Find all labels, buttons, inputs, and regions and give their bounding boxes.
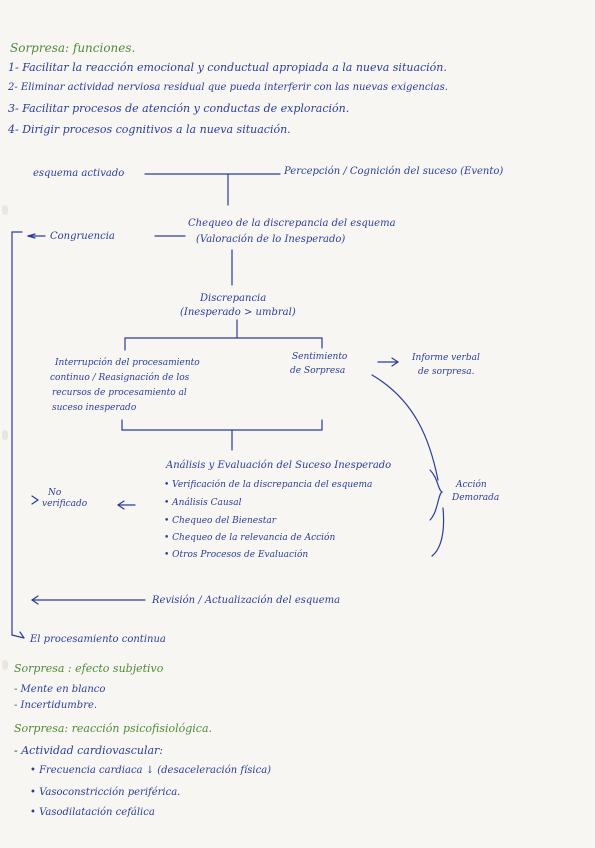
interruption-line4: suceso inesperado — [52, 403, 137, 413]
verbal-report-line2: de sorpresa. — [418, 367, 475, 377]
discrepancy-check-line1: Chequeo de la discrepancia del esquema — [188, 218, 396, 229]
verbal-report-line1: Informe verbal — [412, 353, 480, 363]
function-item-3: 3- Facilitar procesos de atención y cond… — [8, 102, 350, 115]
subjective-effect-title: Sorpresa : efecto subjetivo — [14, 662, 164, 675]
discrepancy-label-line2: (Inesperado > umbral) — [180, 307, 296, 318]
perception-label: Percepción / Cognición del suceso (Event… — [284, 166, 504, 177]
analysis-item-3: • Chequeo del Bienestar — [164, 516, 277, 526]
discrepancy-label-line1: Discrepancia — [200, 293, 267, 304]
subjective-item-2: - Incertidumbre. — [14, 700, 98, 711]
schema-revision-label: Revisión / Actualización del esquema — [152, 595, 341, 606]
analysis-title: Análisis y Evaluación del Suceso Inesper… — [166, 460, 392, 471]
delayed-action-line1: Acción — [456, 480, 487, 490]
cardiovascular-activity: - Actividad cardiovascular: — [14, 744, 163, 757]
interruption-line3: recursos de procesamiento al — [52, 388, 187, 398]
binder-hole — [2, 205, 8, 215]
binder-hole — [2, 430, 8, 440]
surprise-feeling-line1: Sentimiento — [292, 352, 348, 362]
cardio-item-2: • Vasoconstricción periférica. — [30, 787, 181, 798]
analysis-item-5: • Otros Procesos de Evaluación — [164, 550, 309, 560]
interruption-line2: continuo / Reasignación de los — [50, 373, 190, 383]
analysis-item-1: • Verificación de la discrepancia del es… — [164, 480, 373, 490]
function-item-1: 1- Facilitar la reacción emocional y con… — [8, 61, 447, 74]
discrepancy-check-line2: (Valoración de lo Inesperado) — [196, 234, 346, 245]
analysis-item-4: • Chequeo de la relevancia de Acción — [164, 533, 336, 543]
surprise-feeling-line2: de Sorpresa — [290, 366, 346, 376]
congruence-label: Congruencia — [50, 231, 115, 242]
interruption-line1: Interrupción del procesamiento — [55, 358, 200, 368]
cardio-item-1: • Frecuencia cardiaca ↓ (desaceleración … — [30, 765, 272, 776]
subjective-item-1: - Mente en blanco — [14, 684, 106, 695]
cardio-item-3: • Vasodilatación cefálica — [30, 807, 155, 818]
not-verified-line1: No — [48, 488, 62, 498]
binder-hole — [2, 660, 8, 670]
processing-continues-label: El procesamiento continua — [30, 634, 166, 645]
not-verified-line2: verificado — [42, 499, 88, 509]
functions-title: Sorpresa: funciones. — [10, 41, 136, 55]
function-item-2: 2- Eliminar actividad nerviosa residual … — [8, 82, 448, 93]
schema-activated-label: esquema activado — [33, 168, 125, 179]
psychophysiological-title: Sorpresa: reacción psicofisiológica. — [14, 722, 213, 735]
delayed-action-line2: Demorada — [452, 493, 500, 503]
function-item-4: 4- Dirigir procesos cognitivos a la nuev… — [8, 123, 291, 136]
analysis-item-2: • Análisis Causal — [164, 498, 242, 508]
